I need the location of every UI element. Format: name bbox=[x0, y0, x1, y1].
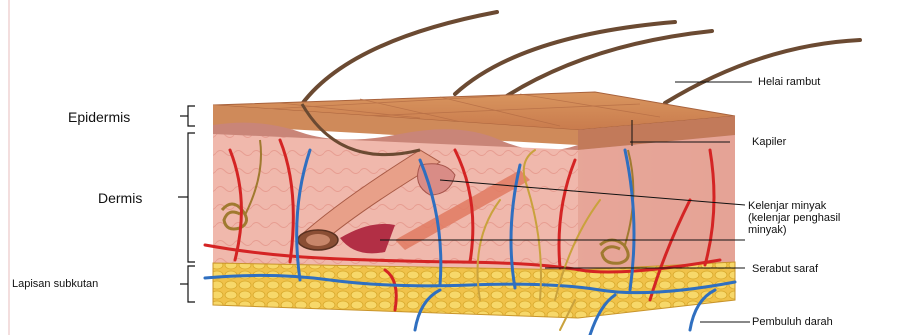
nerve-fiber-label: Serabut saraf bbox=[752, 263, 818, 275]
dermis-label: Dermis bbox=[98, 191, 142, 205]
hair-shafts bbox=[302, 12, 860, 105]
subcutaneous-label: Lapisan subkutan bbox=[12, 279, 98, 290]
hair-shaft-label: Helai rambut bbox=[758, 76, 820, 88]
sebaceous-label-line2: (kelenjar penghasil bbox=[748, 212, 840, 224]
epidermis-label: Epidermis bbox=[68, 110, 130, 124]
sebaceous-label-line1: Kelenjar minyak bbox=[748, 200, 826, 212]
sebaceous-label-line3: minyak) bbox=[748, 224, 787, 236]
capillary-label: Kapiler bbox=[752, 136, 786, 148]
layer-brackets bbox=[178, 106, 195, 302]
blood-vessel-label: Pembuluh darah bbox=[752, 316, 833, 328]
